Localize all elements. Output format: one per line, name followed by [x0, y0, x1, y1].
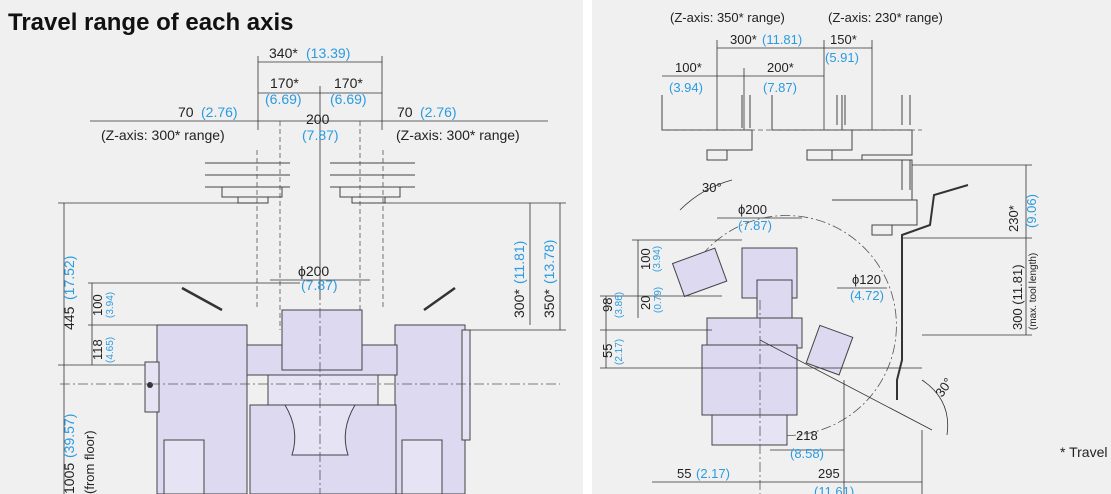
dim-230: 230*	[1006, 205, 1021, 232]
dim-230-inch: (9.06)	[1024, 194, 1039, 228]
dim-445: 445	[61, 306, 77, 330]
dim-300-side: 300 (11.81)	[1010, 264, 1025, 330]
dim-200-top-inch: (7.87)	[763, 80, 797, 95]
robot-side-body	[671, 247, 854, 446]
phi-120-inch: (4.72)	[850, 288, 884, 303]
dim-70-left: 70	[178, 104, 194, 120]
angle-30-bottom: 30°	[932, 375, 956, 400]
dim-70-right: 70	[397, 104, 413, 120]
dim-200-inch: (7.87)	[302, 127, 339, 143]
dim-70-left-inch: (2.76)	[201, 104, 238, 120]
front-view-panel: Travel range of each axis 340* (13.39) 1…	[0, 0, 583, 494]
dim-70-right-inch: (2.76)	[420, 104, 457, 120]
dim-98-inch: (3.86)	[614, 292, 625, 318]
front-view-drawing: Travel range of each axis 340* (13.39) 1…	[8, 9, 566, 494]
dim-100-inch: (3.94)	[105, 292, 116, 318]
dim-300-top: 300*	[730, 32, 757, 47]
from-floor-label: (from floor)	[82, 430, 97, 494]
dim-340-inch: (13.39)	[306, 45, 350, 61]
dim-20: 20	[638, 296, 653, 310]
dim-98: 98	[600, 298, 615, 312]
dim-300-inch: (11.81)	[511, 241, 527, 284]
dim-55-side: 55	[600, 344, 615, 358]
side-view-panel: (Z-axis: 350* range) (Z-axis: 230* range…	[592, 0, 1111, 494]
side-view-drawing: (Z-axis: 350* range) (Z-axis: 230* range…	[600, 10, 1039, 494]
dim-218: 218	[796, 428, 818, 443]
dim-100-side: 100	[638, 248, 653, 270]
dim-100-side-inch: (3.94)	[652, 246, 663, 272]
dim-350: 350*	[541, 289, 557, 318]
dim-170-left: 170*	[270, 75, 299, 91]
phi-120: ϕ120	[852, 272, 881, 287]
dim-170-right: 170*	[334, 75, 363, 91]
dim-300: 300*	[511, 289, 527, 318]
dim-300-top-inch: (11.81)	[762, 32, 802, 47]
phi-200-side: ϕ200	[738, 202, 767, 217]
robot-body	[144, 309, 471, 494]
dim-55-bottom-inch: (2.17)	[696, 466, 730, 481]
dim-200-top: 200*	[767, 60, 794, 75]
phi-200-side-inch: (7.87)	[738, 218, 772, 233]
section-title: Travel range of each axis	[8, 9, 293, 36]
dim-170-right-inch: (6.69)	[330, 91, 367, 107]
phi-200: ϕ200	[298, 263, 329, 279]
dim-55-bottom: 55	[677, 466, 691, 481]
dim-100-top-inch: (3.94)	[669, 80, 703, 95]
dim-1005-inch: (39.57)	[61, 414, 77, 458]
z-range-350: (Z-axis: 350* range)	[670, 10, 785, 25]
dim-350-inch: (13.78)	[541, 240, 557, 284]
arm-positions-top	[661, 95, 922, 236]
dim-20-inch: (0.79)	[653, 287, 664, 313]
dim-445-inch: (17.52)	[61, 256, 77, 300]
z-range-left: (Z-axis: 300* range)	[101, 127, 225, 143]
dim-150: 150*	[830, 32, 857, 47]
z-range-right: (Z-axis: 300* range)	[396, 127, 520, 143]
dim-170-left-inch: (6.69)	[265, 91, 302, 107]
dim-200: 200	[306, 111, 330, 127]
dim-340: 340*	[269, 45, 298, 61]
z-range-230: (Z-axis: 230* range)	[828, 10, 943, 25]
dim-100-top: 100*	[675, 60, 702, 75]
dim-295: 295	[818, 466, 840, 481]
dim-118: 118	[90, 339, 105, 360]
phi-200-inch: (7.87)	[301, 277, 338, 293]
dim-295-inch: (11.61)	[814, 484, 854, 494]
dim-150-inch: (5.91)	[825, 50, 859, 65]
dim-55-side-inch: (2.17)	[614, 339, 625, 365]
arm-left-upper	[205, 150, 290, 310]
footnote-travel: * Travel	[1060, 444, 1108, 460]
max-tool-length: (max. tool length)	[1028, 253, 1039, 330]
dim-100: 100	[90, 294, 105, 316]
dim-118-inch: (4.65)	[105, 337, 116, 363]
dim-1005: 1005	[61, 463, 77, 494]
dim-218-inch: (8.58)	[790, 446, 824, 461]
arm-right-upper	[330, 150, 415, 310]
